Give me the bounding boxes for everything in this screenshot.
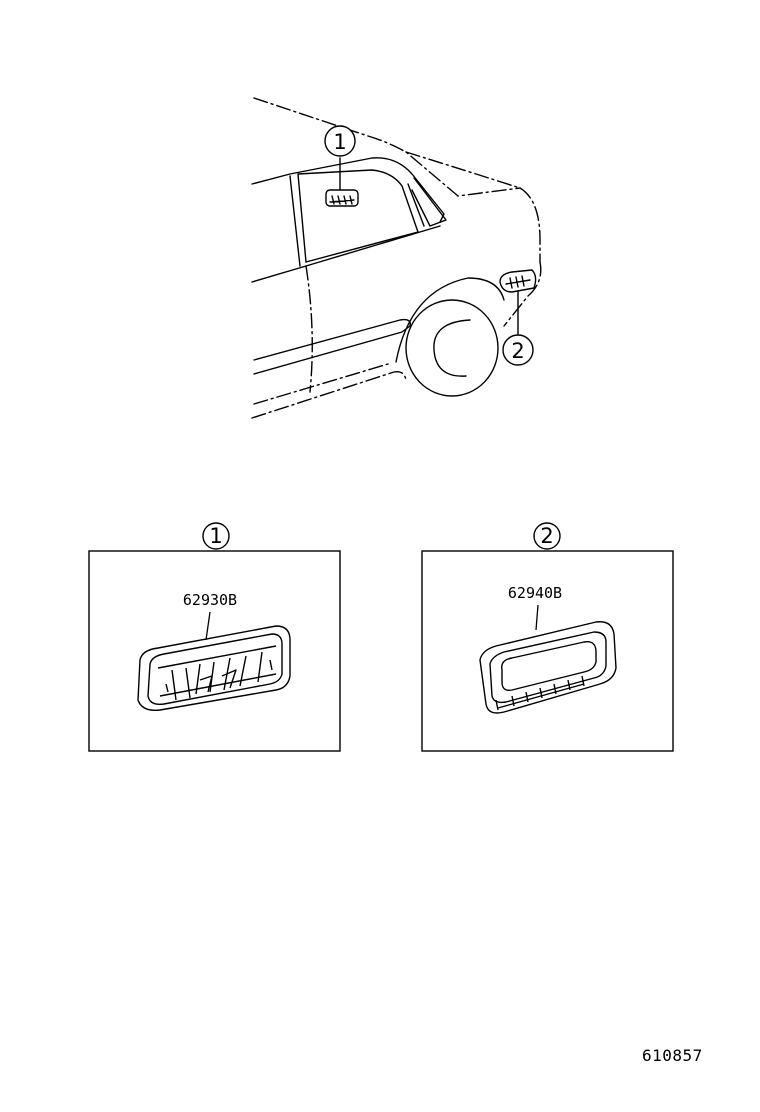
rear-window-sash <box>289 175 425 267</box>
rear-tire <box>405 299 499 397</box>
car-rear-quarter-illustration <box>251 97 542 419</box>
part-leader-line <box>535 604 539 631</box>
overview-callout-2: 2 <box>502 334 534 366</box>
detail-box-2: 2 62940B <box>421 522 674 752</box>
rear-body-line <box>503 261 542 327</box>
diagram-id: 610857 <box>642 1046 703 1065</box>
part-number-label: 62940B <box>508 584 562 602</box>
rear-window-frame <box>251 157 445 223</box>
part-number-label: 62930B <box>183 591 237 609</box>
callout-number: 1 <box>333 130 346 154</box>
detail-callout-number: 2 <box>540 524 553 548</box>
overview-vent-1 <box>325 189 359 207</box>
wheel-hub-arc <box>433 319 471 377</box>
part-leader-line <box>205 611 211 641</box>
rear-window-glass <box>297 169 419 263</box>
door-edge <box>305 265 313 393</box>
detail-frame <box>421 550 674 752</box>
trunk-line <box>405 151 541 263</box>
detail-callout-number: 1 <box>209 524 222 548</box>
rocker-line-2 <box>253 363 389 405</box>
overview-vent-2 <box>499 269 537 293</box>
wheel-arch <box>395 277 505 363</box>
quarter-window <box>411 177 447 227</box>
rocker-line <box>251 370 407 419</box>
belt-line <box>251 225 441 283</box>
detail-frame <box>88 550 341 752</box>
side-molding <box>253 318 411 375</box>
overview-callout-1: 1 <box>324 125 356 157</box>
callout-number: 2 <box>511 339 524 363</box>
detail-box-1: 1 62930B <box>88 522 341 752</box>
roof-line <box>253 97 521 197</box>
vent-part-62930b <box>137 625 291 711</box>
vent-part-62940b <box>479 621 617 714</box>
